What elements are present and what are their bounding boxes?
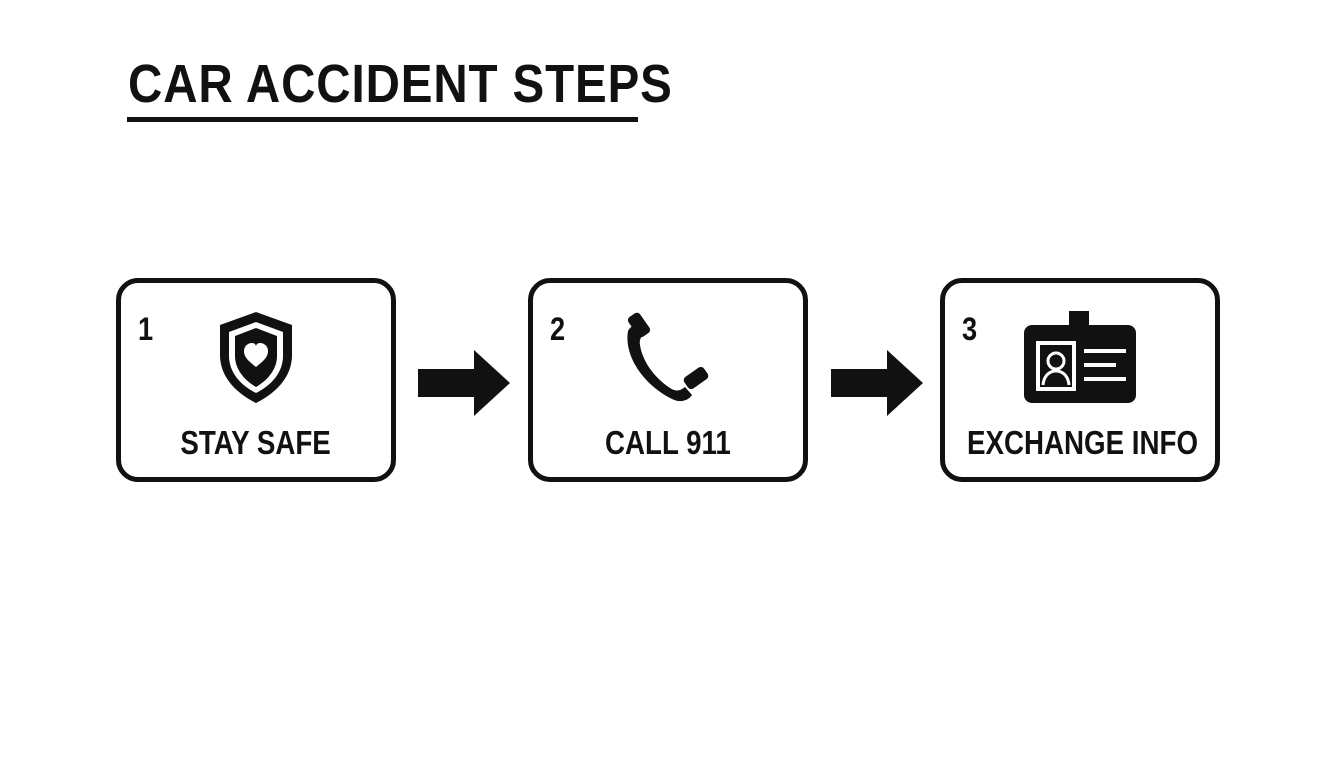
step-label-text: EXCHANGE INFO <box>967 424 1199 461</box>
step-number: 3 <box>962 311 978 347</box>
arrow-right-icon <box>418 350 510 421</box>
phone-icon <box>620 307 716 412</box>
step-label-text: CALL 911 <box>605 424 731 461</box>
step-label-text: STAY SAFE <box>180 424 332 461</box>
shield-heart-icon <box>216 309 296 410</box>
title-underline <box>127 117 638 122</box>
step-number: 2 <box>550 311 566 347</box>
step-number: 1 <box>138 311 154 347</box>
step-card-exchange-info: 3 EXCHANGE INFO <box>940 278 1220 482</box>
step-label: STAY SAFE <box>121 423 391 463</box>
step-card-call-911: 2 CALL 911 <box>528 278 808 482</box>
id-card-icon <box>1022 309 1138 410</box>
diagram-title: CAR ACCIDENT STEPS <box>128 54 673 114</box>
step-label: EXCHANGE INFO <box>945 423 1215 463</box>
arrow-right-icon <box>831 350 923 421</box>
step-label: CALL 911 <box>533 423 803 463</box>
step-card-stay-safe: 1 STAY SAFE <box>116 278 396 482</box>
